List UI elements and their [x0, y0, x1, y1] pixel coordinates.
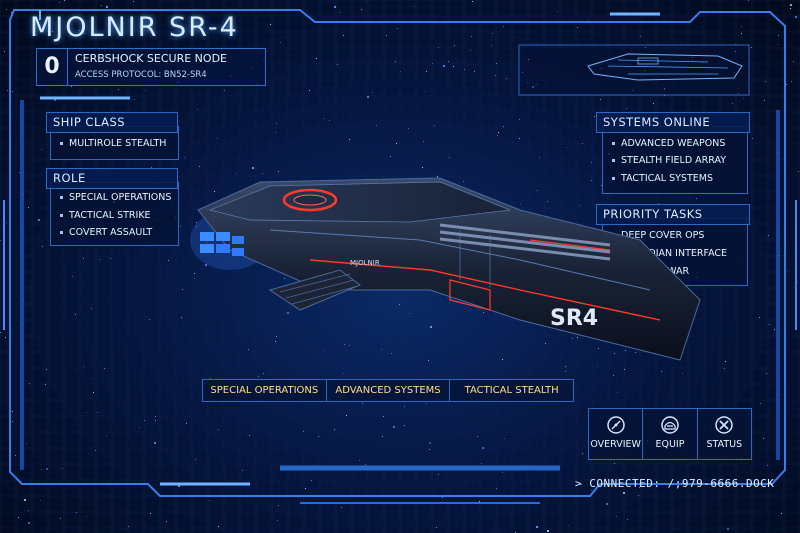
tab-advanced-systems[interactable]: ADVANCED SYSTEMS — [327, 380, 451, 401]
bullet-icon — [612, 142, 615, 145]
system-item: ADVANCED WEAPONS — [612, 136, 725, 152]
system-item: TACTICAL SYSTEMS — [612, 171, 713, 187]
bullet-icon — [612, 177, 615, 180]
compass-icon — [606, 416, 625, 434]
systems-online-heading: SYSTEMS ONLINE — [596, 112, 750, 133]
equip-label: EQUIP — [655, 439, 685, 450]
overview-button[interactable]: OVERVIEW — [589, 409, 644, 459]
role-heading: ROLE — [46, 168, 178, 189]
equip-button[interactable]: EQUIP — [643, 409, 698, 459]
access-protocol: ACCESS PROTOCOL: BN52-SR4 — [75, 70, 207, 80]
bullet-icon — [60, 231, 63, 234]
ship-wireframe-preview — [518, 44, 750, 96]
role-panel — [50, 182, 179, 246]
bullet-icon — [60, 214, 63, 217]
ship-illustration: SR4 MJOLNIR — [190, 177, 701, 361]
role-item: TACTICAL STRIKE — [60, 208, 151, 224]
ship-plate-marking: MJOLNIR — [350, 259, 380, 267]
tab-special-operations[interactable]: SPECIAL OPERATIONS — [203, 380, 327, 401]
systems-online-panel — [602, 126, 748, 194]
priority-tasks-heading: PRIORITY TASKS — [596, 204, 750, 225]
node-number: 0 — [37, 49, 68, 85]
mode-tabs: SPECIAL OPERATIONS ADVANCED SYSTEMS TACT… — [202, 379, 574, 402]
ship-hull-marking: SR4 — [550, 306, 598, 331]
role-item: COVERT ASSAULT — [60, 225, 152, 241]
crossed-tools-icon — [715, 416, 734, 434]
status-button[interactable]: STATUS — [698, 409, 751, 459]
node-name: CERBSHOCK SECURE NODE — [75, 52, 227, 65]
system-item: STEALTH FIELD ARRAY — [612, 153, 726, 169]
status-label: STATUS — [706, 439, 743, 450]
ship-class-item: MULTIROLE STEALTH — [60, 136, 166, 152]
helmet-icon — [661, 416, 679, 434]
node-info-box: 0 CERBSHOCK SECURE NODE ACCESS PROTOCOL:… — [36, 48, 266, 86]
connection-status: > CONNECTED: /;979-6666.DOCK — [575, 477, 775, 490]
page-title: MJOLNIR SR-4 — [30, 12, 239, 43]
bullet-icon — [60, 142, 63, 145]
bullet-icon — [60, 196, 63, 199]
bullet-icon — [612, 159, 615, 162]
overview-label: OVERVIEW — [590, 439, 641, 450]
ship-class-heading: SHIP CLASS — [46, 112, 178, 133]
role-item: SPECIAL OPERATIONS — [60, 190, 171, 206]
nav-button-group: OVERVIEW EQUIP STATUS — [588, 408, 752, 460]
tab-tactical-stealth[interactable]: TACTICAL STEALTH — [464, 385, 559, 396]
